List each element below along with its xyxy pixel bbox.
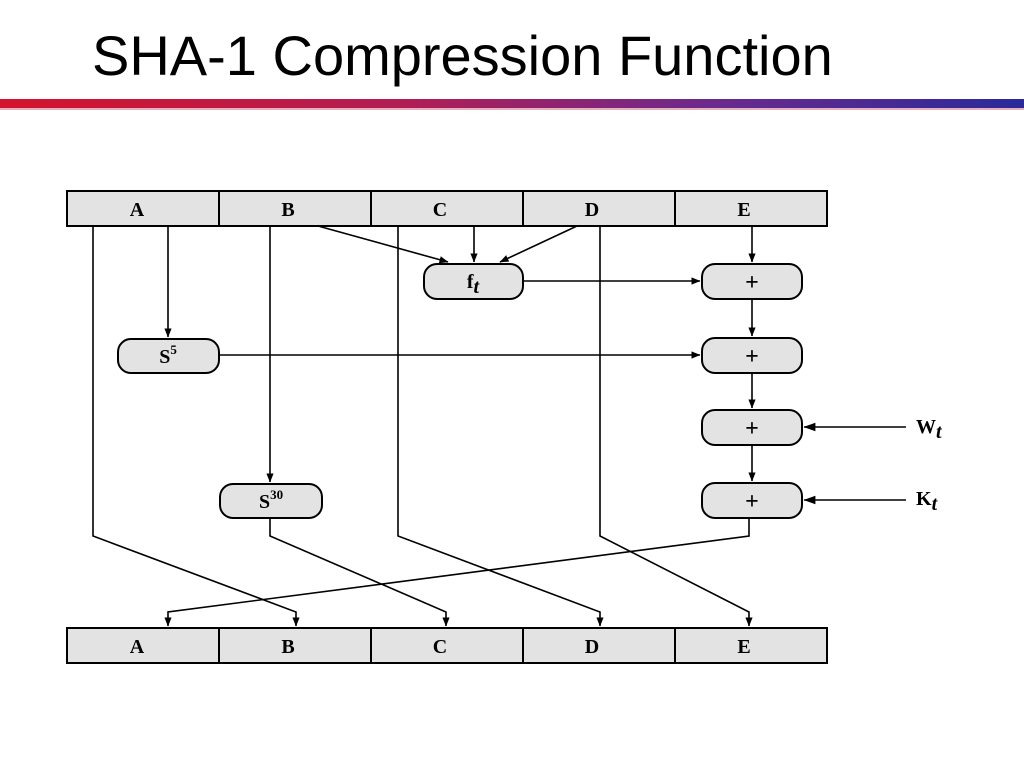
s30-label: S <box>259 491 270 513</box>
s30-rotate-box: S30 <box>219 483 323 519</box>
svg-text:S30: S30 <box>259 487 283 513</box>
s5-superscript: 5 <box>170 342 177 357</box>
k-input-label: Kt <box>916 488 939 515</box>
f-subscript: t <box>474 276 481 298</box>
output-label-c: C <box>433 636 447 658</box>
input-register-c <box>370 190 524 227</box>
w-input-label: Wt <box>916 416 943 443</box>
adder-4-symbol: + <box>745 489 759 515</box>
w-label: W <box>916 416 936 438</box>
s30-superscript: 30 <box>270 487 283 502</box>
s5-label: S <box>159 346 170 368</box>
output-label-e: E <box>737 636 750 658</box>
adder-3: + <box>701 409 803 446</box>
wires <box>92 225 906 627</box>
adder-3-symbol: + <box>745 416 759 442</box>
svg-text:ft: ft <box>467 271 481 298</box>
output-label-b: B <box>281 636 294 658</box>
wire-adder-to-output-a <box>164 518 750 627</box>
w-subscript: t <box>936 421 943 443</box>
wire-d-to-f <box>499 225 578 263</box>
svg-text:S5: S5 <box>159 342 177 368</box>
output-label-a: A <box>130 636 145 658</box>
wire-c-to-output-d <box>397 226 604 627</box>
input-register-row: A B C D E <box>66 190 828 227</box>
k-subscript: t <box>932 493 939 515</box>
input-register-d <box>522 190 676 227</box>
input-label-a: A <box>130 199 145 221</box>
wire-b-to-f <box>317 225 449 264</box>
adder-2-symbol: + <box>745 344 759 370</box>
input-label-c: C <box>433 199 447 221</box>
adder-2: + <box>701 337 803 374</box>
wire-s30-to-output-c <box>269 518 450 627</box>
adder-1-symbol: + <box>745 270 759 296</box>
input-register-e <box>674 190 828 227</box>
adder-4: + <box>701 482 803 519</box>
wire-d-to-output-e <box>599 226 753 627</box>
input-label-d: D <box>585 199 599 221</box>
input-label-e: E <box>737 199 750 221</box>
k-label: K <box>916 488 932 510</box>
output-register-row: A B C D E <box>66 627 828 664</box>
wire-a-to-output-b <box>92 226 300 627</box>
s5-rotate-box: S5 <box>117 338 220 374</box>
slide-title: SHA-1 Compression Function <box>92 24 833 87</box>
output-label-d: D <box>585 636 599 658</box>
input-register-a <box>66 190 220 227</box>
input-label-b: B <box>281 199 294 221</box>
f-function-box: ft <box>423 263 524 300</box>
output-register-e <box>674 627 828 664</box>
f-label: f <box>467 271 474 293</box>
input-register-b <box>218 190 372 227</box>
output-register-b <box>218 627 372 664</box>
title-divider <box>0 99 1024 110</box>
adder-1: + <box>701 263 803 300</box>
